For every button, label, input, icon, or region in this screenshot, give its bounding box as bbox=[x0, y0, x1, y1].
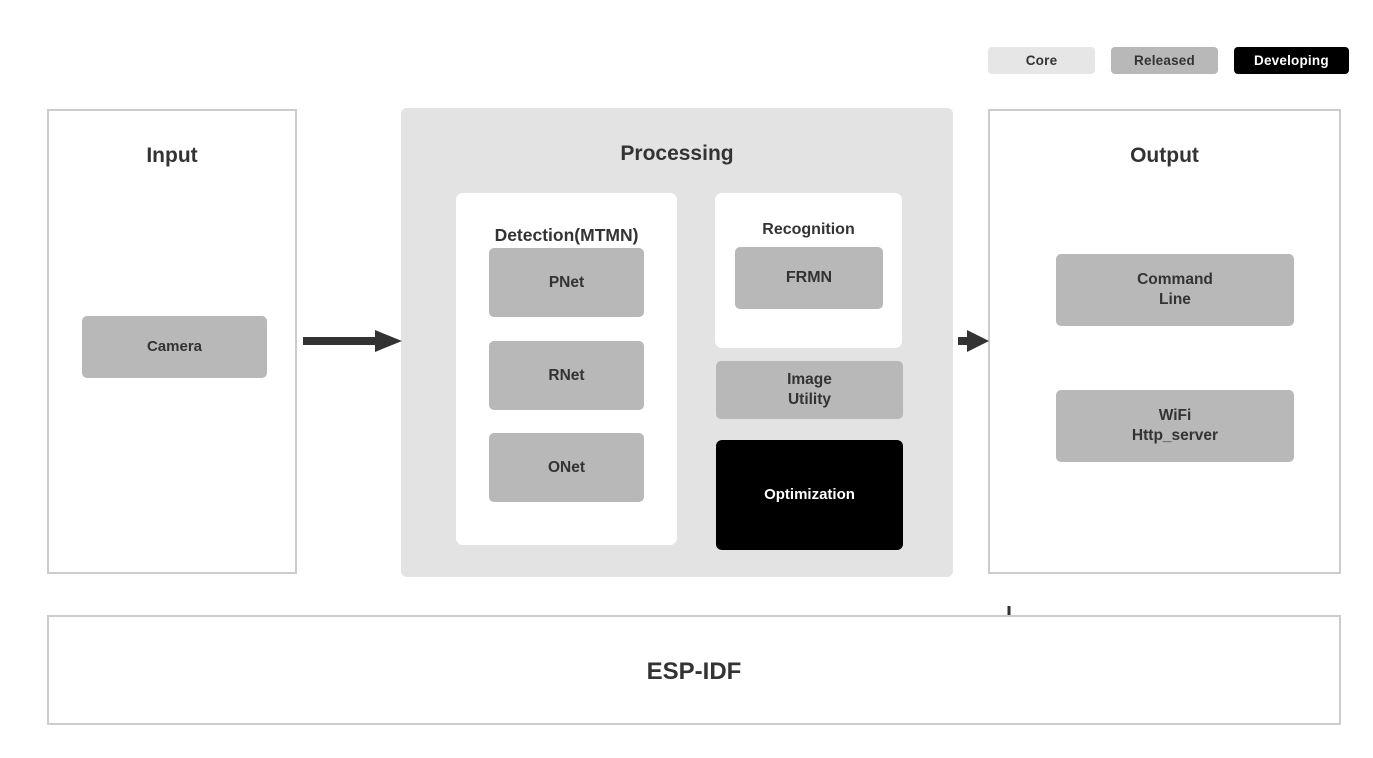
box-camera[interactable]: Camera bbox=[82, 316, 267, 378]
box-image-utility-line1: Image bbox=[787, 371, 832, 389]
box-pnet-label: PNet bbox=[548, 273, 585, 291]
input-panel-title: Input bbox=[146, 144, 198, 167]
box-onet[interactable]: ONet bbox=[489, 433, 644, 502]
box-image-utility-line2: Utility bbox=[787, 391, 832, 408]
box-command-line-line2: Line bbox=[1159, 291, 1191, 308]
arrow-processing-to-output bbox=[958, 330, 989, 352]
recognition-subpanel: Recognition FRMN bbox=[715, 193, 902, 348]
legend: Core Released Developing bbox=[988, 47, 1349, 74]
legend-chip-developing-label: Developing bbox=[1254, 53, 1329, 68]
legend-chip-developing[interactable]: Developing bbox=[1234, 47, 1349, 74]
box-frmn-label: FRMN bbox=[785, 268, 833, 286]
box-camera-label: Camera bbox=[146, 337, 203, 355]
box-wifi-http-server[interactable]: WiFi Http_server bbox=[1056, 390, 1294, 462]
box-pnet[interactable]: PNet bbox=[489, 248, 644, 317]
box-wifi-http-server-line2: Http_server bbox=[1131, 427, 1219, 444]
detection-subpanel-title: Detection(MTMN) bbox=[494, 225, 639, 245]
output-panel: Output Command Line WiFi Http_server bbox=[988, 109, 1341, 574]
arrow-input-to-processing bbox=[303, 330, 402, 352]
processing-panel: Processing Detection(MTMN) PNet RNet ONe… bbox=[401, 108, 1017, 632]
box-command-line-line1: Command bbox=[1137, 271, 1213, 289]
box-rnet-label: RNet bbox=[548, 366, 585, 384]
recognition-subpanel-title: Recognition bbox=[762, 221, 855, 238]
box-onet-label: ONet bbox=[547, 458, 586, 476]
legend-chip-released-label: Released bbox=[1134, 53, 1195, 68]
box-frmn[interactable]: FRMN bbox=[735, 247, 883, 309]
detection-subpanel: Detection(MTMN) PNet RNet ONet bbox=[456, 193, 1017, 632]
box-optimization-label: Optimization bbox=[764, 485, 855, 503]
legend-chip-core-label: Core bbox=[1025, 53, 1058, 68]
box-wifi-http-server-line1: WiFi bbox=[1158, 407, 1192, 425]
input-panel: Input Camera bbox=[47, 109, 297, 574]
esp-idf-panel: ESP-IDF bbox=[47, 615, 1341, 725]
box-optimization[interactable]: Optimization bbox=[716, 440, 903, 550]
output-panel-title: Output bbox=[1130, 144, 1199, 167]
box-wifi-http-server-label: WiFi Http_server bbox=[1132, 406, 1218, 445]
box-command-line[interactable]: Command Line bbox=[1056, 254, 1294, 326]
box-rnet[interactable]: RNet bbox=[489, 341, 644, 410]
box-command-line-label: Command Line bbox=[1137, 270, 1213, 309]
legend-chip-core[interactable]: Core bbox=[988, 47, 1095, 74]
esp-idf-label: ESP-IDF bbox=[646, 658, 742, 685]
box-image-utility-label: Image Utility bbox=[787, 370, 832, 409]
processing-panel-title: Processing bbox=[620, 142, 734, 165]
box-image-utility[interactable]: Image Utility bbox=[716, 361, 903, 419]
legend-chip-released[interactable]: Released bbox=[1111, 47, 1218, 74]
